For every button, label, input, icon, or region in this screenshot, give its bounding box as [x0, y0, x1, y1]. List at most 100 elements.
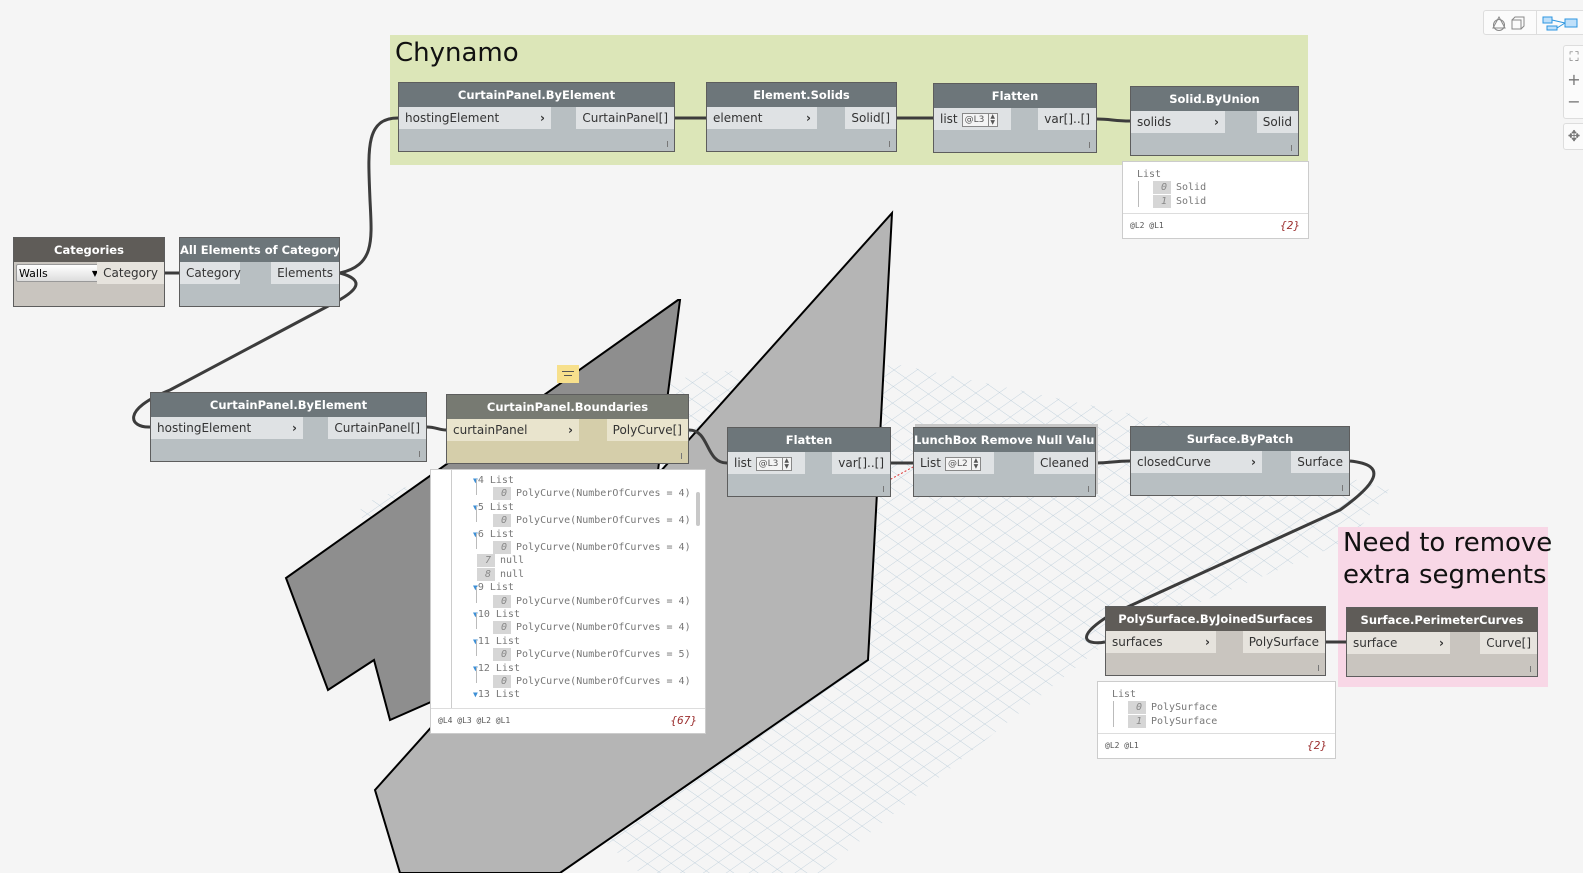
output-port[interactable]: Category [97, 262, 164, 284]
expand-triangle-icon[interactable]: ▼ [473, 690, 478, 700]
output-port[interactable]: PolySurface [1242, 631, 1325, 653]
resize-handle [889, 141, 890, 147]
spinner-arrows-icon[interactable]: ▲▼ [987, 113, 997, 126]
output-port[interactable]: CurtainPanel[] [576, 107, 674, 129]
group-title-line-1: Need to remove [1343, 528, 1553, 558]
tree-line [476, 613, 477, 630]
output-port[interactable]: var[]..[] [1038, 108, 1096, 130]
node-title: Surface.ByPatch [1131, 427, 1349, 451]
tree-line [476, 586, 477, 603]
expand-triangle-icon[interactable]: ▼ [473, 530, 478, 539]
node-title: Element.Solids [707, 83, 896, 107]
node-title: LunchBox Remove Null Values [914, 428, 1095, 452]
spinner-arrows-icon[interactable]: ▲▼ [970, 457, 980, 470]
chevron-right-icon: › [1214, 115, 1219, 129]
port-label: closedCurve [1137, 455, 1211, 469]
output-port[interactable]: CurtainPanel[] [328, 417, 426, 439]
spinner-arrows-icon[interactable]: ▲▼ [781, 457, 791, 470]
scrollbar[interactable] [696, 492, 700, 526]
expand-triangle-icon[interactable]: ▼ [473, 583, 478, 592]
node-flatten-mid[interactable]: Flatten list@L3▲▼ var[]..[] [727, 427, 891, 497]
input-port[interactable]: hostingElement› [399, 107, 551, 129]
dropdown-value: Walls [19, 267, 48, 280]
minus-icon: − [1567, 92, 1581, 111]
expand-triangle-icon[interactable]: ▼ [473, 637, 478, 646]
category-dropdown[interactable]: Walls ▼ [16, 264, 104, 282]
fit-extents-icon: ⛶ [1569, 50, 1579, 65]
output-port[interactable]: Curve[] [1480, 632, 1537, 654]
zoom-controls: ⛶ + − [1563, 45, 1583, 119]
node-curtainpanel-byelement-top[interactable]: CurtainPanel.ByElement hostingElement› C… [398, 82, 675, 152]
node-lunchbox-remove-null-values[interactable]: LunchBox Remove Null Values List@L2▲▼ Cl… [913, 427, 1096, 497]
node-surface-perimetercurves[interactable]: Surface.PerimeterCurves surface› Curve[] [1346, 607, 1538, 677]
input-port[interactable]: list@L3▲▼ [934, 108, 1011, 130]
graph-view-button[interactable] [1537, 11, 1583, 34]
lacing-level-stepper[interactable]: @L3▲▼ [755, 456, 792, 471]
node-title: CurtainPanel.ByElement [399, 83, 674, 107]
port-label: hostingElement [157, 421, 252, 435]
tree-line [476, 533, 477, 549]
zoom-in-button[interactable]: + [1564, 70, 1583, 90]
expand-triangle-icon[interactable]: ▼ [473, 476, 478, 485]
input-port[interactable]: hostingElement› [151, 417, 303, 439]
resize-handle [1089, 142, 1090, 148]
input-port[interactable]: surface› [1347, 632, 1450, 654]
input-port[interactable]: solids› [1131, 111, 1225, 133]
port-label: element [713, 111, 763, 125]
note-icon[interactable] [557, 365, 579, 383]
node-curtainpanel-byelement-bottom[interactable]: CurtainPanel.ByElement hostingElement› C… [150, 392, 427, 462]
node-title: CurtainPanel.Boundaries [447, 395, 688, 419]
node-surface-bypatch[interactable]: Surface.ByPatch closedCurve› Surface [1130, 426, 1350, 496]
output-port[interactable]: Solid [1256, 111, 1298, 133]
lacing-level-stepper[interactable]: @L2▲▼ [944, 456, 981, 471]
resize-handle [667, 141, 668, 147]
tree-line [476, 506, 477, 523]
node-categories[interactable]: Categories Walls ▼ Category [13, 237, 165, 307]
expand-triangle-icon[interactable]: ▼ [473, 503, 478, 512]
node-solid-byunion[interactable]: Solid.ByUnion solids› Solid [1130, 86, 1299, 156]
output-port[interactable]: Cleaned [1033, 452, 1095, 474]
node-flatten-top[interactable]: Flatten list@L3▲▼ var[]..[] [933, 83, 1097, 153]
item-count: {67} [670, 714, 698, 727]
input-port[interactable]: closedCurve› [1131, 451, 1262, 473]
chevron-right-icon: › [1205, 635, 1210, 649]
node-title: PolySurface.ByJoinedSurfaces [1106, 607, 1325, 631]
output-port[interactable]: var[]..[] [832, 452, 890, 474]
node-title: Categories [14, 238, 164, 262]
input-port[interactable]: curtainPanel› [447, 419, 579, 441]
node-element-solids[interactable]: Element.Solids element› Solid[] [706, 82, 897, 152]
node-curtainpanel-boundaries[interactable]: CurtainPanel.Boundaries curtainPanel› Po… [446, 394, 689, 464]
zoom-fit-button[interactable]: ⛶ [1564, 48, 1583, 68]
preview-sublist: ▼6 List [473, 528, 514, 541]
input-port[interactable]: Category [180, 262, 241, 284]
pan-button[interactable]: ✥ [1564, 126, 1583, 146]
output-port[interactable]: PolyCurve[] [606, 419, 688, 441]
output-port[interactable]: Surface [1291, 451, 1349, 473]
node-all-elements-of-category[interactable]: All Elements of Category Category Elemen… [179, 237, 340, 307]
expand-triangle-icon[interactable]: ▼ [473, 610, 478, 619]
resize-handle [1342, 485, 1343, 491]
input-port[interactable]: List@L2▲▼ [914, 452, 994, 474]
input-port[interactable]: element› [707, 107, 817, 129]
geometry-view-button[interactable] [1484, 11, 1537, 34]
input-port[interactable]: surfaces› [1106, 631, 1216, 653]
output-port[interactable]: Elements [271, 262, 339, 284]
zoom-out-button[interactable]: − [1564, 92, 1583, 112]
input-port[interactable]: list@L3▲▼ [728, 452, 805, 474]
preview-sublist: ▼11 List [473, 635, 520, 648]
resize-handle [883, 486, 884, 492]
preview-sublist: ▼5 List [473, 501, 514, 514]
output-port[interactable]: Solid[] [845, 107, 896, 129]
lacing-level-stepper[interactable]: @L3▲▼ [961, 112, 998, 127]
expand-triangle-icon[interactable]: ▼ [473, 664, 478, 673]
node-polysurface-byjoinedsurfaces[interactable]: PolySurface.ByJoinedSurfaces surfaces› P… [1105, 606, 1326, 676]
node-title: Flatten [728, 428, 890, 452]
